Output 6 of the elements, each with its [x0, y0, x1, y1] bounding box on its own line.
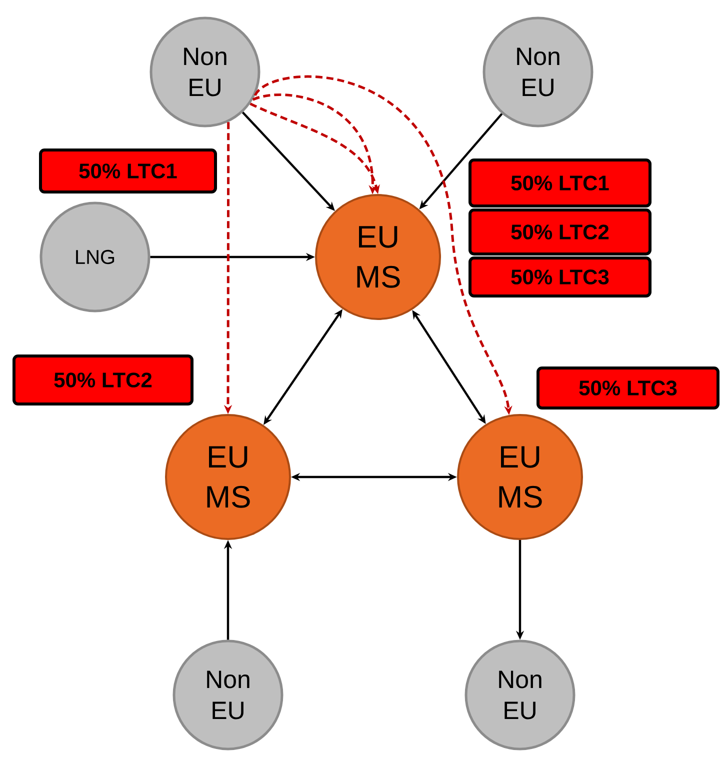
contract-box: 50% LTC3: [468, 256, 652, 298]
contract-box: 50% LTC1: [39, 148, 217, 194]
contract-box: 50% LTC3: [536, 366, 720, 410]
contract-box: 50% LTC2: [12, 354, 194, 406]
contract-box: 50% LTC2: [468, 208, 652, 256]
contract-box: 50% LTC1: [468, 158, 652, 208]
